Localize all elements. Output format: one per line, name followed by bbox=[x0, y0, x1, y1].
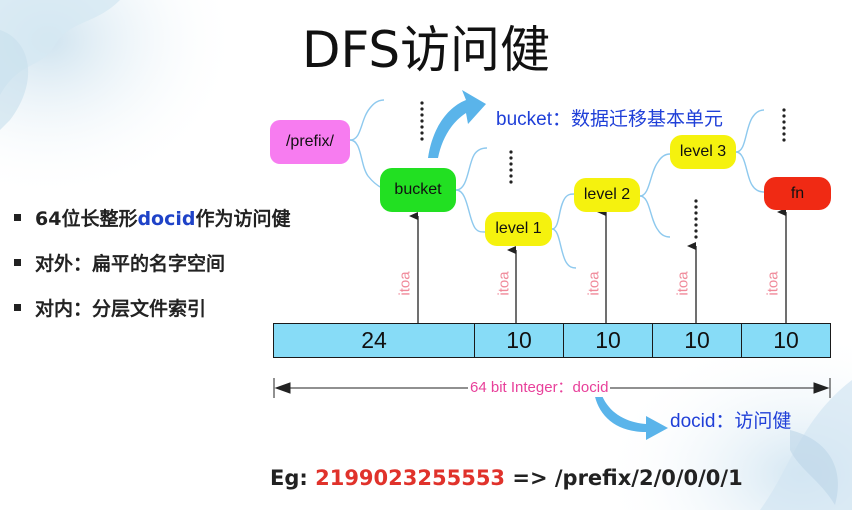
example-line: Eg: 2199023255553 => /prefix/2/0/0/0/1 bbox=[270, 466, 743, 490]
bucket-brace bbox=[456, 148, 487, 232]
level1-node: level 1 bbox=[485, 212, 552, 246]
itoa-label: itoa bbox=[586, 264, 603, 304]
bit-segment: 10 bbox=[474, 323, 564, 358]
bit-segment: 10 bbox=[563, 323, 653, 358]
level1-brace bbox=[552, 194, 576, 268]
fn-node: fn bbox=[764, 177, 831, 210]
itoa-label: itoa bbox=[397, 264, 414, 304]
example-number: 2199023255553 bbox=[315, 466, 505, 490]
bit-width-label: 64 bit Integer：docid bbox=[468, 376, 610, 397]
bucket-note: bucket：数据迁移基本单元 bbox=[496, 104, 723, 131]
level2-brace bbox=[640, 154, 670, 237]
level2-node: level 2 bbox=[574, 178, 640, 212]
itoa-label: itoa bbox=[675, 264, 692, 304]
itoa-label: itoa bbox=[496, 264, 513, 304]
docid-note-arrow-icon bbox=[594, 390, 668, 440]
bucket-note-arrow-icon bbox=[428, 90, 486, 158]
level3-brace bbox=[736, 110, 764, 192]
prefix-brace bbox=[350, 100, 384, 188]
example-prefix: Eg: bbox=[270, 466, 315, 490]
example-path: => /prefix/2/0/0/0/1 bbox=[505, 466, 743, 490]
prefix-node: /prefix/ bbox=[270, 120, 350, 164]
bit-segment: 24 bbox=[273, 323, 475, 358]
bucket-node: bucket bbox=[380, 168, 456, 212]
bit-segment: 10 bbox=[652, 323, 742, 358]
bit-segment: 10 bbox=[741, 323, 831, 358]
itoa-label: itoa bbox=[765, 264, 782, 304]
docid-note: docid：访问健 bbox=[670, 406, 791, 433]
level3-node: level 3 bbox=[670, 135, 736, 169]
